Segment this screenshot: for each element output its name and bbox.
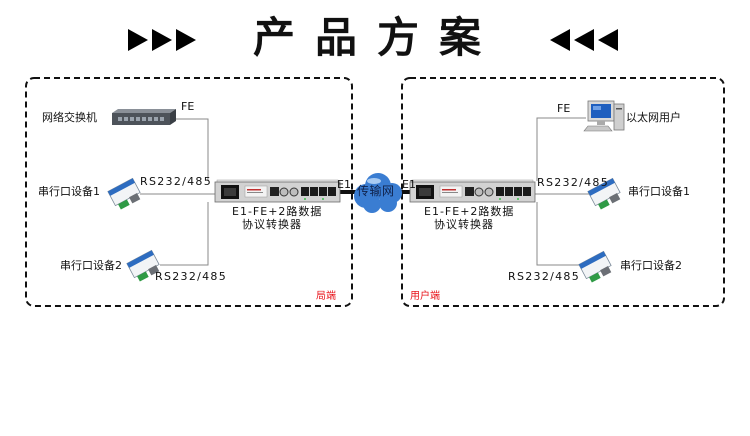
central-serial-1-link-label: RS232/485 xyxy=(140,175,213,188)
user-converter-name-line1: E1-FE+2路数据 xyxy=(424,205,515,218)
user-serial-1-link-label: RS232/485 xyxy=(537,176,610,189)
switch-label: 网络交换机 xyxy=(42,111,97,124)
protocol-converter-icon xyxy=(409,179,536,203)
cloud-icon xyxy=(354,173,402,213)
ethernet-fe-link xyxy=(536,117,586,181)
central-converter-name-line1: E1-FE+2路数据 xyxy=(232,205,323,218)
central-trunk-label: E1 xyxy=(337,178,351,191)
triple-right-arrow-icon xyxy=(128,29,196,51)
central-site-frame xyxy=(25,77,353,307)
network-switch-icon xyxy=(112,109,176,125)
serial-device-icon xyxy=(587,177,621,210)
switch-link-label: FE xyxy=(181,100,195,113)
ethernet-link-label: FE xyxy=(557,102,571,115)
central-serial-2-link-label: RS232/485 xyxy=(155,270,228,283)
serial-device-icon xyxy=(578,250,612,283)
triple-left-arrow-icon xyxy=(550,29,618,51)
user-site-label: 用户端 xyxy=(410,291,440,302)
serial-device-icon xyxy=(107,177,141,210)
user-site-frame xyxy=(401,77,725,307)
switch-fe-link xyxy=(176,118,209,181)
ethernet-user-label: 以太网用户 xyxy=(626,111,681,124)
transport-network-label: 传输网 xyxy=(357,184,395,198)
user-serial-2-link xyxy=(536,202,580,266)
user-converter-name-line2: 协议转换器 xyxy=(434,218,494,231)
serial-device-icon xyxy=(126,249,160,282)
central-converter-name-line2: 协议转换器 xyxy=(242,218,302,231)
central-serial-2-label: 串行口设备2 xyxy=(60,259,122,272)
central-site-label: 局端 xyxy=(316,291,336,302)
protocol-converter-icon xyxy=(214,179,341,203)
user-serial-2-link-label: RS232/485 xyxy=(508,270,581,283)
user-serial-2-label: 串行口设备2 xyxy=(620,259,682,272)
user-trunk-label: E1 xyxy=(402,178,416,191)
central-serial-1-label: 串行口设备1 xyxy=(38,185,100,198)
page-title: 产品方案 xyxy=(253,13,502,62)
central-serial-2-link xyxy=(160,202,209,266)
desktop-computer-icon xyxy=(583,100,625,132)
user-serial-1-label: 串行口设备1 xyxy=(628,185,690,198)
